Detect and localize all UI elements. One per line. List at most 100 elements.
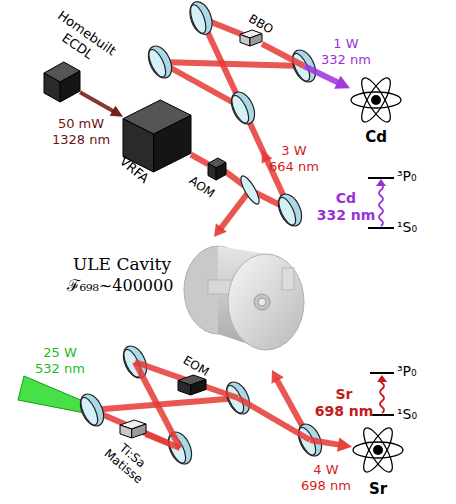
electron-orbit (359, 424, 398, 475)
beam-power-label: 1 W 332 nm (318, 36, 374, 68)
mirrors (76, 0, 326, 468)
beam-segment (310, 440, 340, 445)
beam-connector (191, 155, 208, 164)
finesse-label: ℱ₆₉₈~400000 (62, 276, 178, 295)
component-label: Homebuilt ECDL (38, 3, 125, 77)
mirror-rim (186, 0, 216, 37)
cavity-title: ULE Cavity (66, 254, 178, 274)
beam-arrowhead (214, 223, 227, 237)
box-face (216, 163, 226, 181)
component-body (240, 30, 262, 46)
mirror-face (78, 395, 102, 427)
beam-arrowhead (334, 76, 350, 89)
component-body (120, 420, 146, 438)
level-label: ¹S₀ (397, 219, 417, 236)
nucleus (373, 445, 383, 455)
mirror-face (146, 47, 170, 79)
electron-orbit (357, 74, 396, 125)
lens-body (238, 174, 263, 207)
cavity-mirror (258, 298, 266, 306)
box-face (44, 73, 60, 102)
cavity-node: ULE Cavityℱ₆₉₈~400000 (178, 240, 308, 352)
beam-segment (238, 398, 310, 440)
beam-power-label: 3 W 664 nm (266, 143, 322, 175)
transition-arrowhead (376, 179, 386, 186)
electron-orbit (359, 424, 398, 475)
atom-label: Sr (352, 480, 404, 498)
atom-node: Cd (350, 78, 402, 124)
beam-power-label: 25 W 532 nm (30, 345, 90, 377)
energy-level (368, 227, 394, 229)
box-face (240, 34, 250, 46)
mirror-face (187, 3, 209, 35)
atom-symbol (352, 428, 404, 474)
beam-power-label: 50 mW 1328 nm (46, 116, 116, 148)
mirror (227, 88, 259, 127)
level-label: ³P₀ (397, 168, 417, 185)
mirror-rim (76, 390, 108, 429)
component-label: Ti:Sa Matisse (95, 430, 160, 491)
box-face (120, 425, 132, 438)
beam-segment (191, 155, 208, 164)
mirror-face (229, 93, 253, 125)
transition-arrowhead (377, 375, 387, 382)
component-body (208, 158, 226, 180)
box-face (208, 164, 216, 181)
laser-box: Homebuilt ECDL (44, 62, 80, 102)
laser-beam (160, 62, 304, 66)
modulator-box: EOM (178, 375, 206, 395)
transition-wave (380, 377, 384, 413)
mirror (76, 390, 108, 429)
laser-beam (160, 62, 243, 108)
mirror (186, 0, 216, 37)
mirror-face (276, 195, 300, 227)
beam-arrowhead (110, 106, 123, 117)
modulator-box: AOM (208, 158, 226, 180)
crystal-box: Ti:Sa Matisse (120, 420, 146, 438)
cavity-front (228, 254, 304, 350)
laser-beam (92, 398, 238, 410)
laser-beams (92, 18, 310, 448)
atom-label: Cd (350, 128, 402, 146)
box-face (250, 34, 262, 46)
mirror-rim (144, 42, 176, 81)
beam-power-label: 4 W 698 nm (298, 462, 354, 494)
cavity-body (178, 240, 308, 352)
mirror (144, 42, 176, 81)
energy-level (368, 177, 394, 179)
box-face (154, 115, 191, 172)
sr-level-diagram (370, 373, 394, 415)
component-body (44, 62, 80, 102)
box-face (178, 381, 191, 396)
box-face (191, 380, 206, 396)
energy-level (370, 414, 394, 416)
beam-arrowhead (337, 437, 352, 451)
pump-beam (18, 376, 90, 414)
beam-segment (80, 92, 114, 112)
electron-orbit (353, 442, 403, 458)
electron-orbit (351, 92, 401, 108)
mirror-rim (227, 88, 259, 127)
beam-segment (262, 44, 304, 66)
level-label: ¹S₀ (397, 406, 417, 423)
level-label: ³P₀ (397, 363, 417, 380)
lens (238, 174, 263, 207)
laser-beam (221, 190, 250, 228)
crystal-box: BBO (240, 30, 262, 46)
beam-segment (304, 66, 339, 83)
energy-level (370, 372, 394, 374)
box-face (132, 424, 146, 438)
atom-symbol (350, 78, 402, 124)
cavity-slot (282, 268, 294, 290)
transition-label: Sr 698 nm (314, 386, 374, 420)
transition-wave (379, 184, 383, 226)
atom-node: Sr (352, 428, 404, 474)
beam-arrowhead (272, 370, 284, 384)
mirror-rim (274, 190, 306, 229)
beam-connector (80, 92, 123, 116)
box-face (60, 71, 80, 102)
electron-orbit (357, 74, 396, 125)
nucleus (371, 95, 381, 105)
amplifier-box: VRFA (123, 100, 191, 172)
